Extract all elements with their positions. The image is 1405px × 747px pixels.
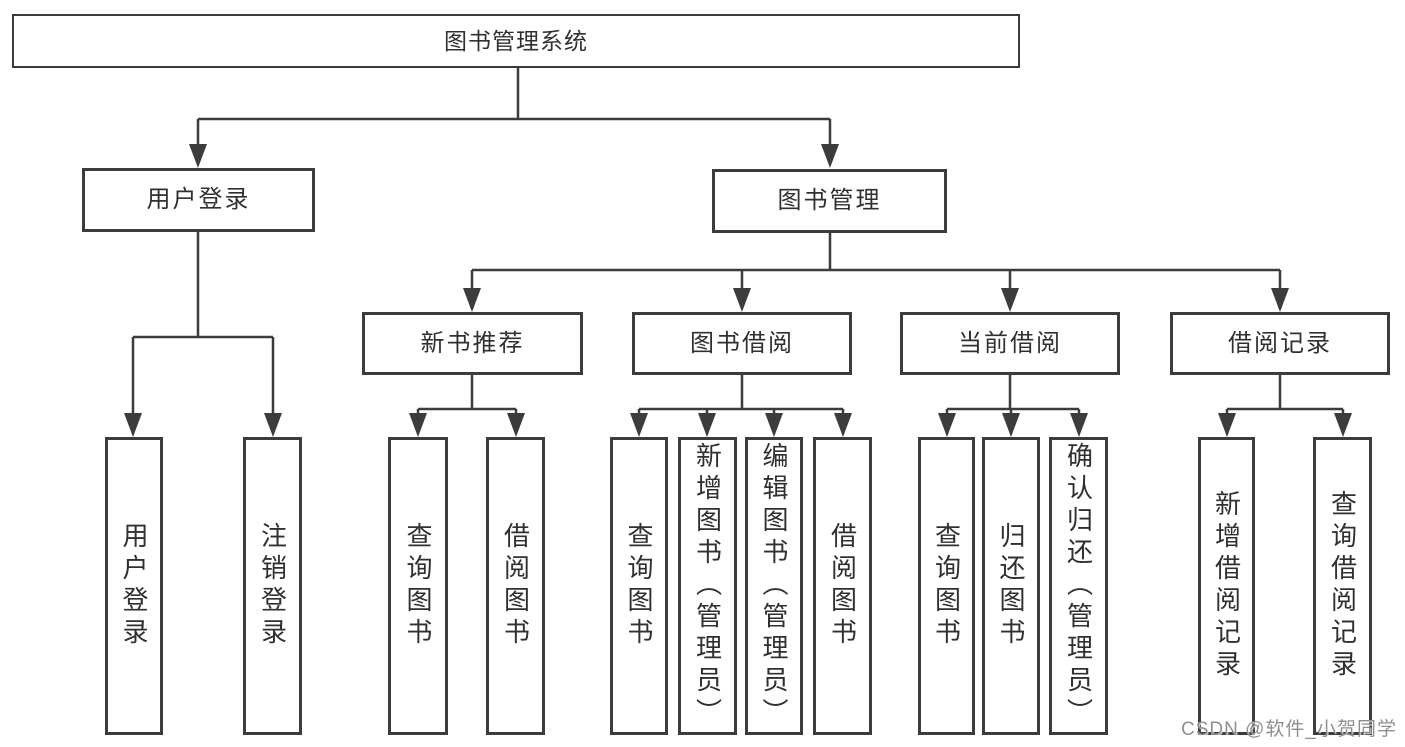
node-user-login: 用户登录: [82, 168, 315, 232]
node-cb-confirm-return-admin: 确认归还（管理员）: [1049, 437, 1108, 735]
node-new-book-recommend: 新书推荐: [362, 312, 583, 375]
node-bb-add-books-admin: 新增图书（管理员）: [678, 437, 737, 735]
node-br-query-record: 查询借阅记录: [1313, 437, 1372, 735]
node-cb-query-books: 查询图书: [918, 437, 975, 735]
node-current-borrowing: 当前借阅: [900, 312, 1120, 375]
node-borrowing-records: 借阅记录: [1170, 312, 1390, 375]
node-ul-logout: 注销登录: [243, 437, 302, 735]
node-nb-query-books: 查询图书: [388, 437, 448, 735]
node-nb-borrow-books: 借阅图书: [486, 437, 545, 735]
node-bb-query-books: 查询图书: [610, 437, 668, 735]
node-book-management: 图书管理: [712, 169, 947, 233]
node-ul-user-login: 用户登录: [105, 437, 163, 735]
node-book-borrowing: 图书借阅: [632, 312, 852, 375]
node-bb-edit-books-admin: 编辑图书（管理员）: [745, 437, 803, 735]
csdn-watermark: CSDN @软件_小贺同学: [1181, 719, 1397, 740]
node-cb-return-books: 归还图书: [982, 437, 1040, 735]
node-root: 图书管理系统: [12, 14, 1020, 68]
node-bb-borrow-books: 借阅图书: [813, 437, 872, 735]
node-br-add-record: 新增借阅记录: [1198, 437, 1255, 735]
